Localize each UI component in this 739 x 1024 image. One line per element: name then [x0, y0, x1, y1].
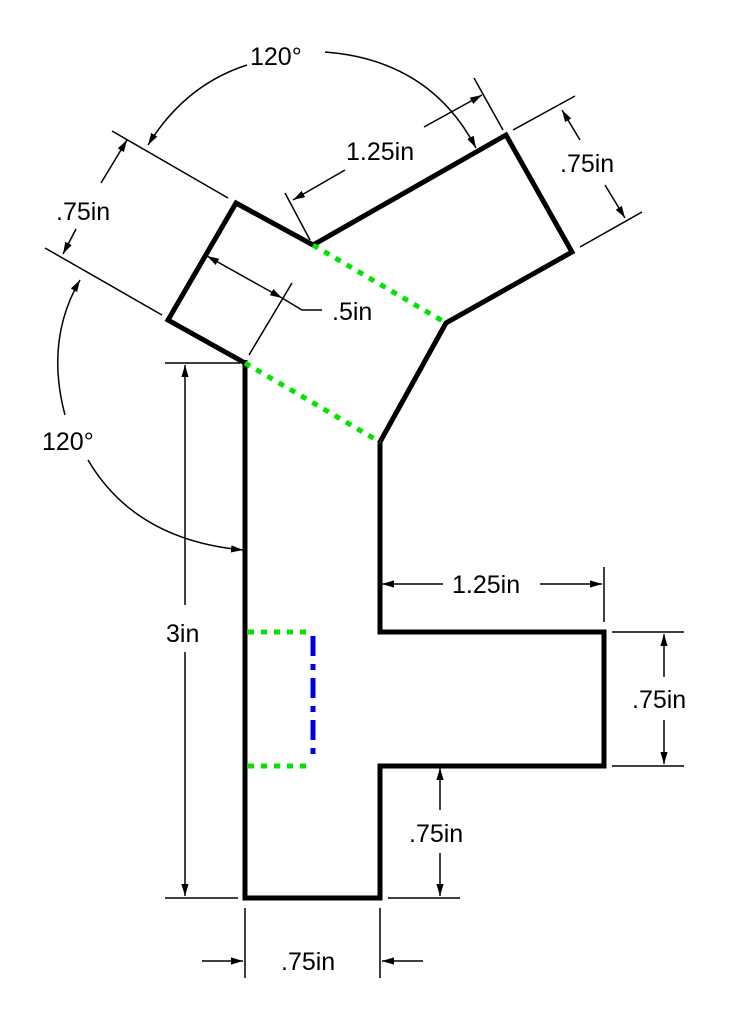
upper-arm-width-label: .75in: [560, 150, 614, 178]
extension-line: [284, 192, 311, 241]
extension-line: [579, 211, 643, 248]
extension-line: [512, 95, 576, 131]
dimension-line: [206, 255, 283, 299]
angle-left-arc-upper: [57, 279, 81, 416]
angle-top-arc-right: [324, 51, 477, 149]
left-arm-width-label: .75in: [56, 198, 110, 226]
upper-arm-length-label: 1.25in: [346, 138, 414, 166]
extension-line: [111, 130, 229, 199]
angle-top-label: 120°: [250, 43, 302, 71]
dimension-line: [100, 139, 128, 184]
stem-height-label: 3in: [166, 620, 199, 648]
stem-width-label: .75in: [281, 948, 335, 976]
dimension-line: [604, 184, 626, 219]
angle-left-arc-lower: [87, 459, 244, 553]
dimension-line: [292, 169, 346, 201]
extension-line: [473, 77, 504, 131]
fold-line-lower: [243, 360, 382, 445]
dimension-line: [561, 109, 581, 141]
part-outline: [164, 131, 607, 901]
extension-line: [248, 282, 293, 356]
left-arm-length-label: .5in: [332, 298, 372, 326]
tab-width-label: .75in: [632, 686, 686, 714]
extension-line: [44, 247, 163, 316]
tab-length-label: 1.25in: [452, 571, 520, 599]
dimension-line: [62, 228, 77, 255]
tab-offset-label: .75in: [409, 820, 463, 848]
dimension-line: [423, 94, 483, 128]
angle-top-arc-left: [147, 64, 248, 146]
angle-left-label: 120°: [42, 428, 94, 456]
leader-line: [281, 297, 322, 311]
